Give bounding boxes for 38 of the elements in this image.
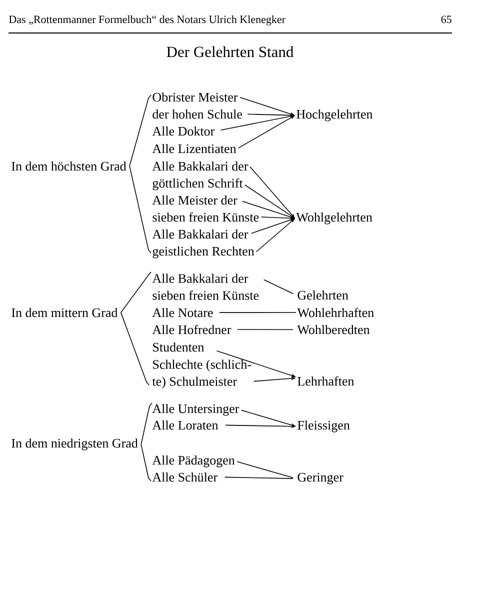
entry-label: Alle Lizentiaten bbox=[152, 144, 236, 154]
entry-label: Alle Schüler bbox=[152, 472, 218, 482]
group-label: In dem mittern Grad bbox=[12, 308, 118, 318]
group-label: In dem niedrigsten Grad bbox=[12, 438, 138, 450]
page-number: 65 bbox=[441, 16, 452, 24]
entry-label: Studenten bbox=[153, 342, 204, 352]
entry-label: göttlichen Schrift bbox=[152, 178, 243, 190]
entry-label: sieben freien Künste bbox=[152, 212, 259, 222]
entry-label: geistlichen Rechten bbox=[152, 246, 254, 258]
connector-line bbox=[237, 329, 294, 330]
entry-label: Alle Loraten bbox=[152, 420, 218, 430]
running-header: Das „Rottenmanner Formelbuch“ des Notars Ulrich Klenegker bbox=[9, 15, 286, 26]
connector-line bbox=[236, 461, 294, 478]
entry-label: Alle Untersinger bbox=[152, 404, 240, 416]
class-label: Wohlberedten bbox=[297, 324, 370, 334]
title: Der Gelehrten Stand bbox=[166, 46, 294, 58]
class-label: Geringer bbox=[298, 472, 344, 484]
entry-label: der hohen Schule bbox=[152, 109, 242, 119]
class-label: Lehrhaften bbox=[298, 376, 354, 386]
group-label: In dem höchsten Grad bbox=[12, 161, 126, 171]
connector-line bbox=[219, 312, 296, 313]
entry-label: Alle Notare bbox=[152, 308, 213, 318]
entry-label: Alle Pädagogen bbox=[152, 456, 235, 468]
class-label: Wohlehrhaften bbox=[297, 308, 374, 318]
connector-line bbox=[224, 476, 294, 479]
class-label: Gelehrten bbox=[298, 290, 348, 300]
entry-label: Alle Hofredner bbox=[152, 324, 232, 334]
entry-label: Alle Bakkalari der sieben freien Künste bbox=[152, 274, 259, 300]
entry-label: Obrister Meister bbox=[152, 92, 238, 102]
connector-line bbox=[263, 279, 294, 294]
class-label: Hochgelehrten bbox=[296, 109, 373, 122]
entry-label: Schlechte (schlich- te) Schulmeister bbox=[152, 360, 251, 388]
entry-label: Alle Bakkalari der bbox=[152, 161, 248, 171]
entry-label: Alle Bakkalari der bbox=[152, 229, 248, 239]
entry-label: Alle Meister der bbox=[152, 195, 238, 205]
class-label: Fleissigen bbox=[298, 420, 350, 432]
entry-label: Alle Doktor bbox=[152, 126, 215, 136]
class-label: Wohlgelehrten bbox=[296, 212, 372, 224]
